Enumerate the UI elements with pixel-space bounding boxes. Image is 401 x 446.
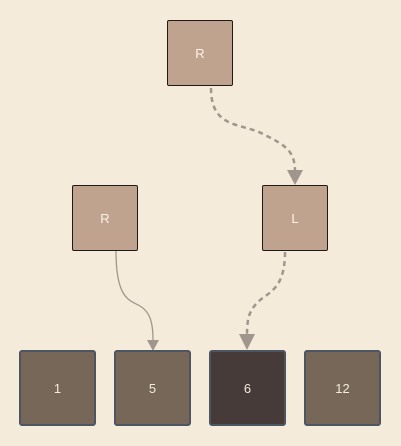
arrowhead-left-to-leaf-5 <box>147 340 159 351</box>
leaf-node-label: 12 <box>335 380 350 396</box>
op-node-top[interactable]: R <box>167 20 233 86</box>
op-node-left[interactable]: R <box>72 185 138 251</box>
leaf-node-label: 5 <box>148 380 157 396</box>
leaf-node-6[interactable]: 6 <box>209 350 286 426</box>
leaf-node-5[interactable]: 5 <box>114 350 191 426</box>
dashed-arrow-top-to-right <box>209 87 297 173</box>
leaf-node-label: 6 <box>243 380 252 396</box>
leaf-node-1[interactable]: 1 <box>19 350 96 426</box>
solid-arrow-left-to-leaf-5 <box>115 250 154 341</box>
op-node-left-label: R <box>100 210 110 226</box>
op-node-right-label: L <box>291 210 299 226</box>
leaf-node-12[interactable]: 12 <box>304 350 381 426</box>
op-node-right[interactable]: L <box>262 185 328 251</box>
op-node-top-label: R <box>195 45 205 61</box>
leaf-node-label: 1 <box>53 380 62 396</box>
arrowhead-top-to-right <box>287 170 303 185</box>
dashed-arrow-right-to-leaf-6 <box>245 251 287 337</box>
arrowhead-right-to-leaf-6 <box>239 334 255 350</box>
